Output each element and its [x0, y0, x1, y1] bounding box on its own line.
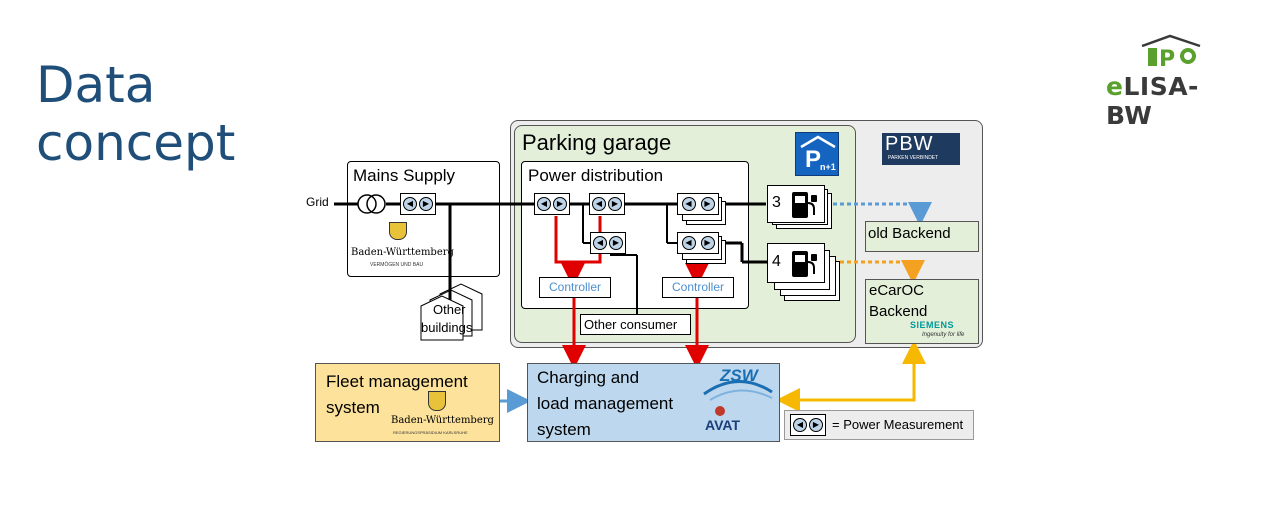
- charging-system-label-3: system: [537, 420, 591, 439]
- meter-arrow-right-icon: ▶: [700, 197, 715, 211]
- avat-logo-mark-icon: [715, 406, 725, 416]
- baden-wuerttemberg-crest-icon: [389, 222, 407, 240]
- ev-charger-icon: [792, 192, 817, 218]
- svg-text:P: P: [1159, 47, 1175, 72]
- parking-logo: P n+1: [795, 132, 839, 176]
- controller-2: Controller: [662, 277, 734, 298]
- mains-supply-logo-sub: VERMÖGEN UND BAU: [370, 262, 424, 268]
- charger-group-3: 3: [767, 185, 825, 223]
- power-meter-stack-top: ◀▶: [677, 193, 719, 215]
- charging-system-label-1: Charging and: [537, 368, 640, 387]
- controller-1: Controller: [539, 277, 611, 298]
- fleet-management-label-2: system: [326, 398, 380, 417]
- pbw-logo-sub: PARKEN VERBINDET: [888, 155, 939, 161]
- power-meter-2: ◀▶: [589, 193, 625, 215]
- fleet-management-logo-sub: REGIERUNGSPRÄSIDIUM KARLSRUHE: [393, 430, 468, 435]
- meter-arrow-right-icon: ▶: [553, 197, 567, 211]
- mains-supply-box: [347, 161, 500, 277]
- mains-supply-logo: Baden-Württemberg: [351, 247, 454, 258]
- meter-arrow-left-icon: ◀: [681, 236, 696, 250]
- legend-power-meter-icon: ◀▶: [790, 414, 826, 436]
- ecaroc-backend-label-2: Backend: [869, 303, 928, 320]
- logo-text: eLISA-BW: [1106, 72, 1199, 130]
- mains-supply-title: Mains Supply: [353, 166, 456, 185]
- grid-label: Grid: [306, 195, 329, 209]
- transformer-icon: [357, 194, 386, 214]
- slide-title: Data concept: [36, 56, 235, 172]
- ecaroc-backend-label-1: eCarOC: [869, 282, 925, 299]
- meter-arrow-left-icon: ◀: [403, 197, 417, 211]
- power-meter-1: ◀▶: [534, 193, 570, 215]
- avat-logo-text: AVAT: [705, 417, 740, 433]
- legend-label: = Power Measurement: [832, 417, 964, 432]
- charger-group-4: 4: [767, 243, 825, 283]
- old-backend-box: [865, 221, 979, 252]
- power-distribution-title: Power distribution: [528, 166, 664, 185]
- parking-garage-title: Parking garage: [522, 130, 672, 155]
- meter-arrow-left-icon: ◀: [593, 236, 607, 250]
- fleet-management-logo: Baden-Württemberg: [391, 415, 494, 426]
- other-buildings-label-1: Other: [433, 302, 466, 317]
- zsw-logo-icon: [703, 380, 773, 401]
- elisa-bw-logo: P eLISA-BW: [1100, 34, 1240, 130]
- fleet-management-box: [315, 363, 500, 442]
- old-backend-label: old Backend: [868, 225, 951, 242]
- charger-count-3: 3: [772, 194, 781, 211]
- charger-count-4: 4: [772, 253, 781, 270]
- other-buildings-label-2: buildings: [421, 320, 473, 335]
- ev-charger-icon: [792, 251, 817, 277]
- pbw-logo-text: PBW: [885, 133, 934, 155]
- baden-wuerttemberg-crest-icon: [428, 391, 446, 411]
- zsw-logo-text: ZSW: [720, 366, 758, 385]
- other-consumer-label: Other consumer: [584, 317, 678, 332]
- elisa-house-icon: P: [1141, 34, 1201, 72]
- charging-system-label-2: load management: [537, 394, 674, 413]
- meter-arrow-left-icon: ◀: [681, 197, 696, 211]
- pbw-logo: PBW PARKEN VERBINDET: [882, 133, 960, 165]
- ecaroc-backend-box: [865, 279, 979, 344]
- meter-arrow-left-icon: ◀: [592, 197, 606, 211]
- meter-arrow-right-icon: ▶: [700, 236, 715, 250]
- power-meter-mains: ◀▶: [400, 193, 436, 215]
- power-meter-3: ◀▶: [590, 232, 626, 254]
- title-line-2: concept: [36, 114, 236, 172]
- title-line-1: Data: [36, 56, 156, 114]
- meter-arrow-right-icon: ▶: [419, 197, 433, 211]
- meter-arrow-right-icon: ▶: [609, 236, 623, 250]
- siemens-tagline: Ingenuity for life: [922, 332, 965, 338]
- parking-house-icon: [800, 135, 836, 149]
- power-meter-stack-bottom: ◀▶: [677, 232, 719, 254]
- meter-arrow-left-icon: ◀: [793, 418, 807, 432]
- parking-sub: n+1: [820, 162, 836, 172]
- charging-system-box: [527, 363, 780, 442]
- meter-arrow-left-icon: ◀: [537, 197, 551, 211]
- meter-arrow-right-icon: ▶: [608, 197, 622, 211]
- fleet-management-label-1: Fleet management: [326, 372, 468, 391]
- parking-letter: P: [805, 146, 822, 173]
- meter-arrow-right-icon: ▶: [809, 418, 823, 432]
- other-consumer-box: [580, 314, 691, 335]
- siemens-logo: SIEMENS: [910, 320, 955, 330]
